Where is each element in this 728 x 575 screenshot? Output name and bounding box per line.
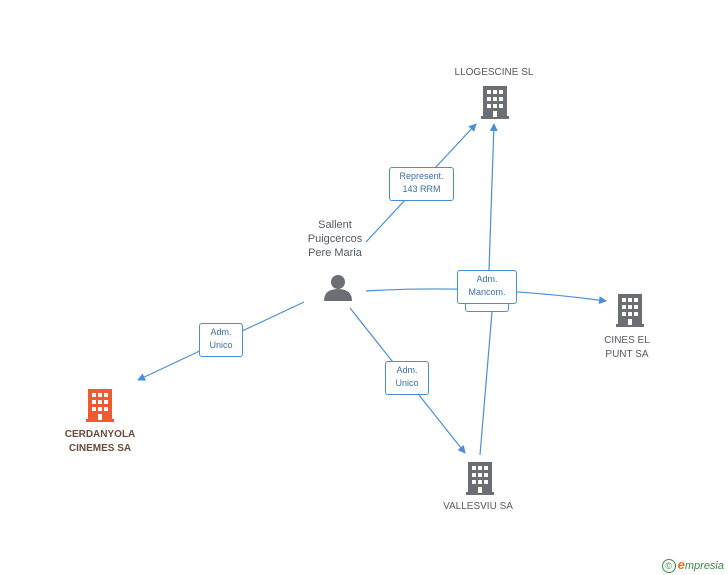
person-label-line-3: Pere Maria [308,247,362,259]
cines-el-punt-label-line-1: CINES EL [604,335,650,346]
edge-label-adm-unico-mid: Adm. Unico [385,361,429,395]
vallesviu-building-icon[interactable] [466,462,494,495]
person-label-line-2: Puigcercos [307,233,363,245]
edge-label-represent: Represent. 143 RRM [389,167,454,201]
cerdanyola-label-line-2: CINEMES SA [68,443,132,454]
brand-name: mpresia [684,559,724,572]
cines-el-punt-label[interactable]: CINES EL PUNT SA [587,334,667,362]
empresia-brand[interactable]: ©empresia [661,556,724,573]
brand-initial: e [677,556,685,572]
vallesviu-label[interactable]: VALLESVIU SA [443,501,513,512]
edge-label-adm-unico-mid-line-2: Unico [395,378,419,388]
copyright-icon: © [661,559,676,573]
edge-label-adm-unico-left-line-1: Adm. [210,327,232,337]
person-label-line-1: Sallent [318,219,352,231]
edge-label-adm-unico-mid-line-1: Adm. [396,365,418,375]
edge-label-adm-mancom-line-1: Adm. [476,274,498,284]
cerdanyola-label[interactable]: CERDANYOLA CINEMES SA [48,428,152,456]
edge-label-adm-mancom: Adm. Mancom. [457,270,517,304]
cines-el-punt-building-icon[interactable] [616,294,644,327]
person-icon[interactable] [324,275,352,301]
edge-label-represent-line-1: Represent. [399,171,444,181]
cerdanyola-building-icon[interactable] [86,389,114,422]
edge-label-adm-mancom-line-2: Mancom. [468,287,506,297]
person-label[interactable]: Sallent Puigcercos Pere Maria [285,218,385,260]
llogescine-label[interactable]: LLOGESCINE SL [454,67,534,78]
edge-label-represent-line-2: 143 RRM [402,184,441,194]
llogescine-building-icon[interactable] [481,86,509,119]
edge-label-adm-unico-left: Adm. Unico [199,323,243,357]
cines-el-punt-label-line-2: PUNT SA [605,349,649,360]
edge-vallesviu-llogescine [488,123,498,271]
edge-cines-vallesviu [479,299,494,456]
edge-label-adm-unico-left-line-2: Unico [209,340,233,350]
cerdanyola-label-line-1: CERDANYOLA [64,429,136,440]
